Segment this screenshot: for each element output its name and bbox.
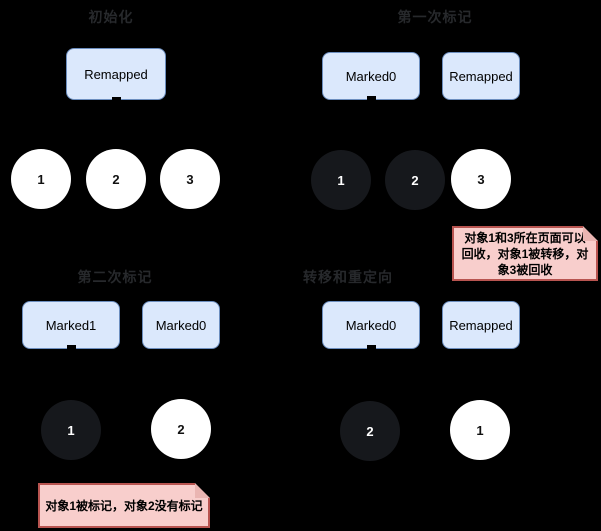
q2-state-box-remapped: Remapped <box>442 52 520 100</box>
q2-object-2: 2 <box>385 150 445 210</box>
q4-object-1: 1 <box>450 400 510 460</box>
q3-state-box-marked1: Marked1 <box>22 301 120 349</box>
q4-state-box-remapped: Remapped <box>442 301 520 349</box>
connector-stub <box>67 345 76 351</box>
note-mark-text: 对象1被标记，对象2没有标记 <box>45 498 203 513</box>
q1-object-3: 3 <box>160 149 220 209</box>
connector-stub <box>367 345 376 351</box>
q3-object-2: 2 <box>151 399 211 459</box>
connector-stub <box>112 97 121 103</box>
q3-object-1: 1 <box>41 400 101 460</box>
phase-title-first-mark: 第一次标记 <box>397 9 473 25</box>
q1-object-1: 1 <box>11 149 71 209</box>
q3-state-box-marked0: Marked0 <box>142 301 220 349</box>
q2-object-1: 1 <box>311 150 371 210</box>
q2-object-3: 3 <box>451 149 511 209</box>
note-mark: 对象1被标记，对象2没有标记 <box>38 483 210 528</box>
phase-title-init: 初始化 <box>88 9 134 25</box>
q4-object-2: 2 <box>340 401 400 461</box>
connector-stub <box>367 96 376 102</box>
q1-object-2: 2 <box>86 149 146 209</box>
phase-title-relocate: 转移和重定向 <box>303 269 393 285</box>
q2-state-box-marked0: Marked0 <box>322 52 420 100</box>
note-recycle-text: 对象1和3所在页面可以回收，对象1被转移，对象3被回收 <box>461 230 589 277</box>
note-recycle: 对象1和3所在页面可以回收，对象1被转移，对象3被回收 <box>452 226 598 281</box>
q4-state-box-marked0: Marked0 <box>322 301 420 349</box>
q1-state-box-remapped: Remapped <box>66 48 166 100</box>
phase-title-second-mark: 第二次标记 <box>77 269 153 285</box>
